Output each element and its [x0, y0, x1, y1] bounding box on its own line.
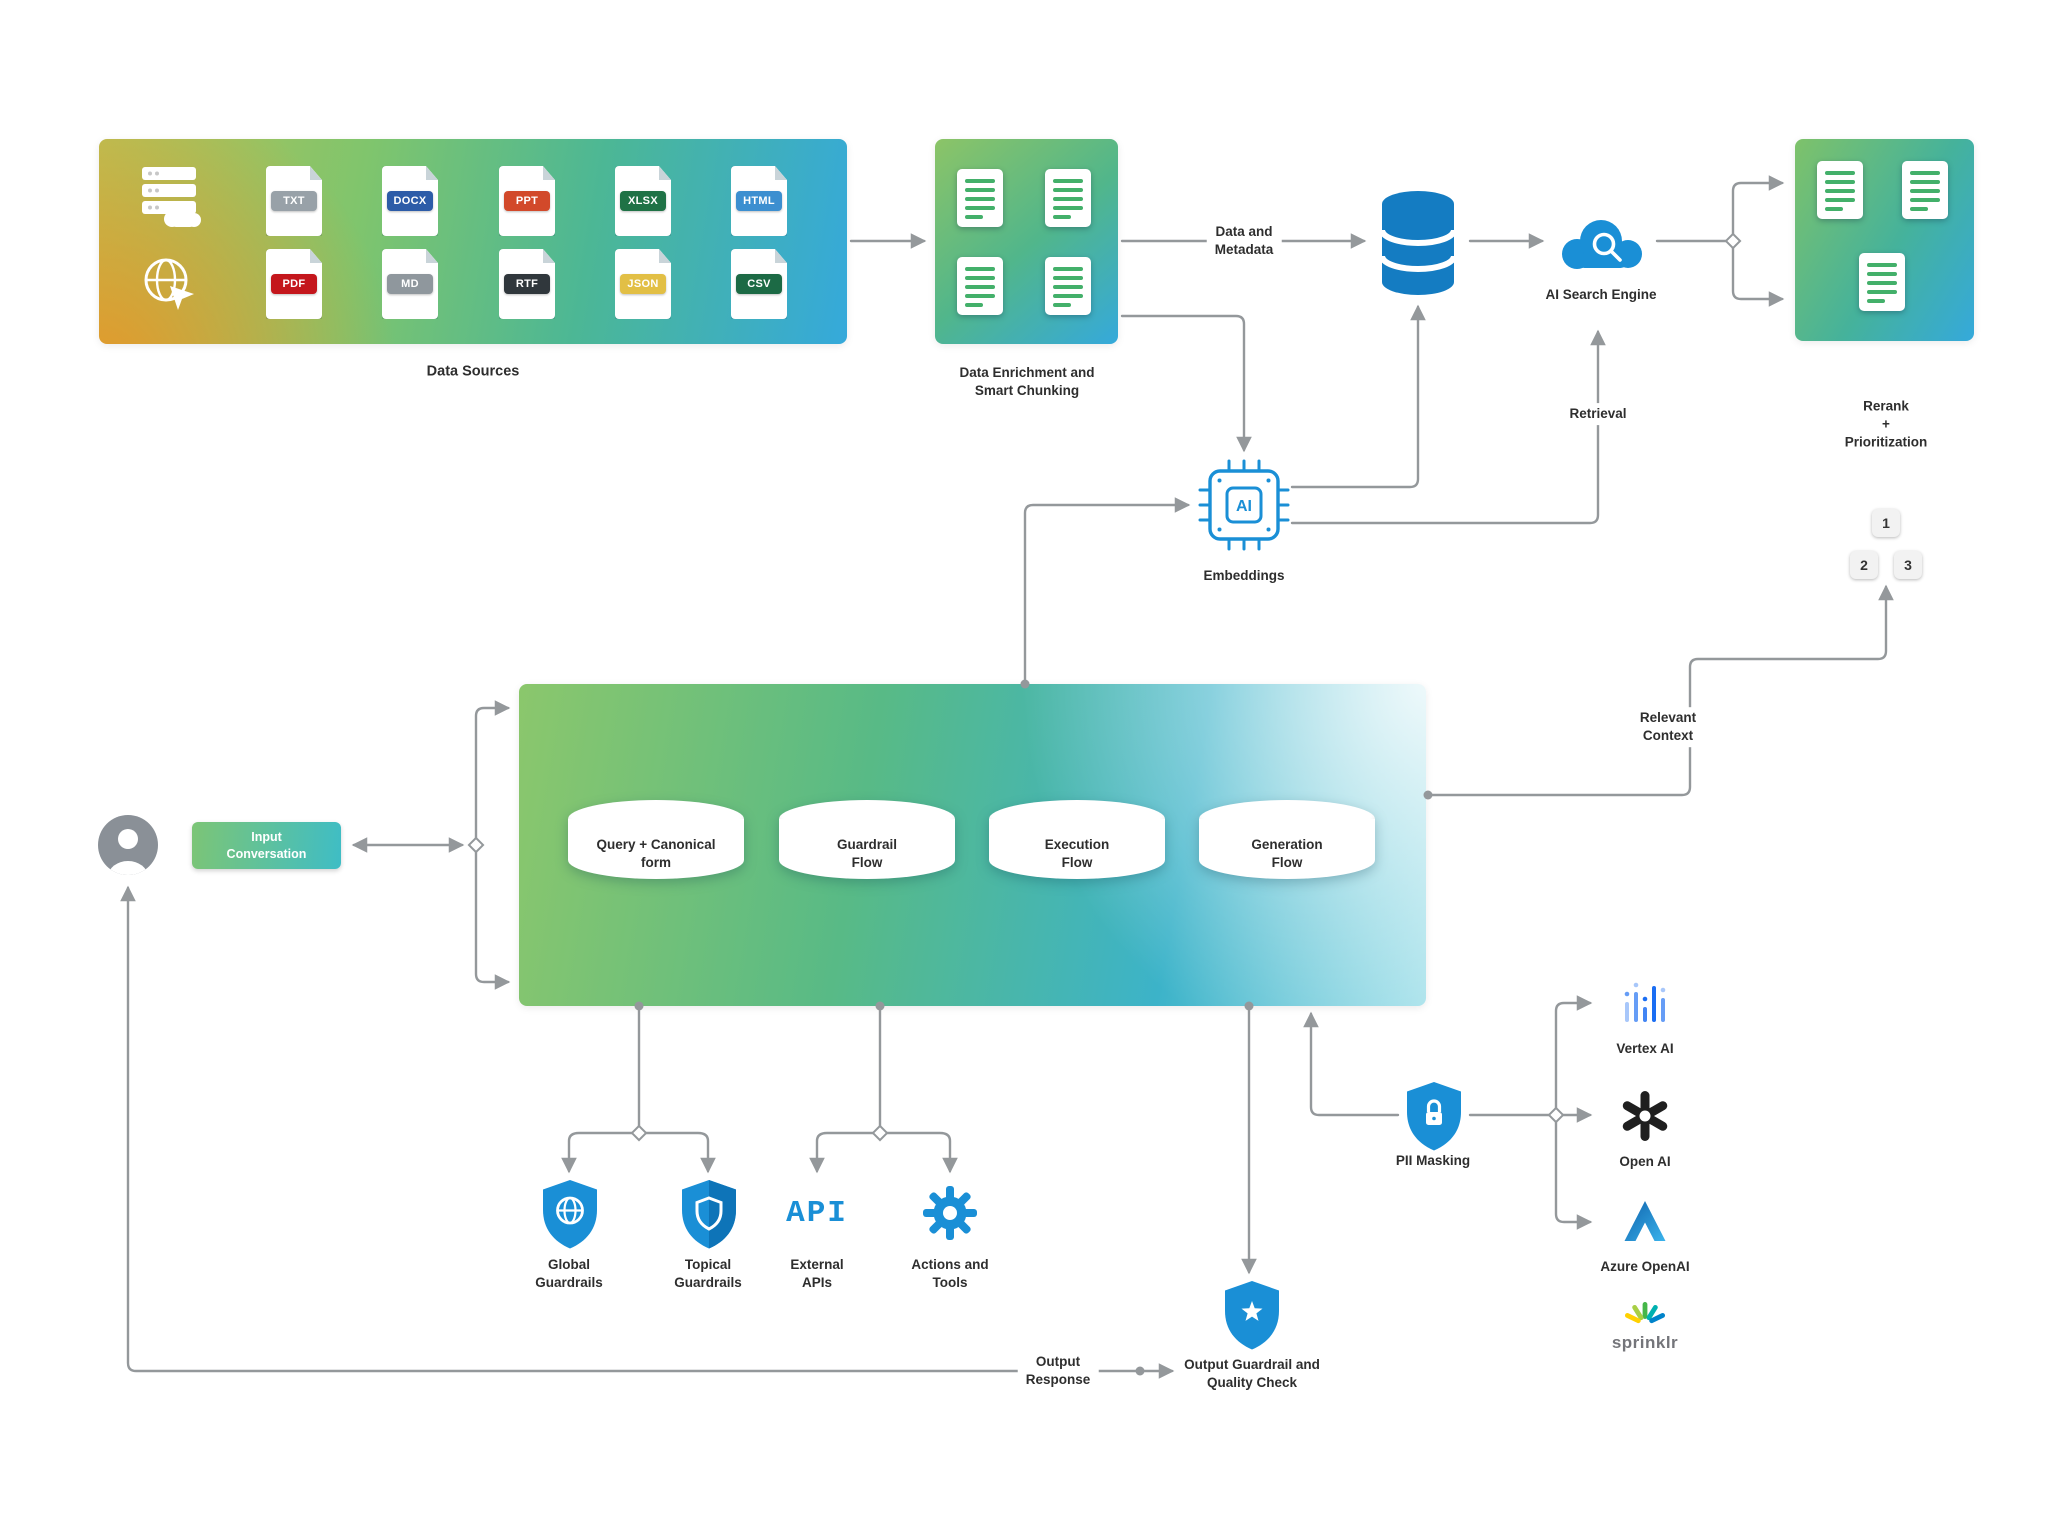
data-sources-panel: TXT DOCX PPT XLSX HTML PDF MD RTF JSON C…: [99, 139, 847, 344]
global-guardrails-icon: [543, 1180, 597, 1249]
server-cloud-icon: [142, 167, 201, 227]
file-icon-ppt: PPT: [499, 166, 555, 236]
doc-icon: [1902, 161, 1948, 219]
rank-chip-3: 3: [1894, 551, 1922, 579]
sprinklr-wordmark: sprinklr: [1611, 1333, 1679, 1352]
retrieval-label: Retrieval: [1561, 403, 1635, 425]
flow-cylinder-generation: Generation Flow: [1199, 800, 1375, 896]
file-icon-md: MD: [382, 249, 438, 319]
rank-chip-2: 2: [1850, 551, 1878, 579]
rank-chip-1: 1: [1872, 509, 1900, 537]
flow-cylinder-label: Generation Flow: [1251, 837, 1323, 870]
output-response-label: Output Response: [1017, 1351, 1099, 1391]
file-type-badge: MD: [387, 274, 433, 294]
globe-icon: [144, 258, 194, 310]
actions-tools-label: Actions and Tools: [911, 1257, 989, 1290]
ai-search-engine-icon: [1562, 220, 1642, 269]
enrichment-title: Data Enrichment and Smart Chunking: [959, 365, 1095, 398]
doc-icon: [1817, 161, 1863, 219]
file-icon-rtf: RTF: [499, 249, 555, 319]
output-guardrail-icon: [1225, 1281, 1279, 1350]
input-conversation-button: Input Conversation: [192, 822, 341, 869]
flow-cylinder-label: Execution Flow: [1044, 837, 1110, 870]
doc-icon: [957, 169, 1003, 227]
embeddings-label: Embeddings: [1203, 568, 1285, 584]
file-type-badge: HTML: [736, 191, 782, 211]
vertex-ai-label: Vertex AI: [1616, 1041, 1674, 1057]
azure-openai-icon: [1624, 1201, 1666, 1241]
file-type-badge: XLSX: [620, 191, 666, 211]
ranked-docs-panel: [1795, 139, 1974, 341]
embeddings-icon: AI: [1198, 459, 1290, 551]
openai-label: Open AI: [1619, 1154, 1671, 1170]
input-conversation-label: Input Conversation: [226, 829, 307, 861]
file-type-badge: DOCX: [387, 191, 433, 211]
topical-guardrails-label: Topical Guardrails: [674, 1257, 742, 1290]
flow-cylinder-guardrail: Guardrail Flow: [779, 800, 955, 896]
conversation-engine-panel: Query + Canonical form Guardrail Flow Ex…: [519, 684, 1426, 1006]
doc-icon: [957, 257, 1003, 315]
file-icon-docx: DOCX: [382, 166, 438, 236]
flow-cylinder-execution: Execution Flow: [989, 800, 1165, 896]
flow-cylinder-query: Query + Canonical form: [568, 800, 744, 896]
file-type-badge: TXT: [271, 191, 317, 211]
file-icon-xlsx: XLSX: [615, 166, 671, 236]
file-icon-txt: TXT: [266, 166, 322, 236]
file-icon-html: HTML: [731, 166, 787, 236]
embeddings-chip-text: AI: [1236, 498, 1252, 515]
external-apis-label: External APIs: [790, 1257, 844, 1290]
pii-masking-icon: [1407, 1082, 1461, 1151]
data-metadata-label: Data and Metadata: [1206, 221, 1282, 261]
topical-guardrails-icon: [682, 1180, 736, 1249]
gear-icon: [923, 1186, 977, 1240]
flow-cylinder-label: Guardrail Flow: [836, 837, 898, 870]
output-guardrail-label: Output Guardrail and Quality Check: [1184, 1357, 1320, 1390]
ai-search-engine-label: AI Search Engine: [1545, 287, 1657, 303]
data-sources-title: Data Sources: [426, 363, 520, 380]
global-guardrails-label: Global Guardrails: [535, 1257, 603, 1290]
user-icon: [98, 815, 158, 875]
database-icon: [1379, 191, 1457, 295]
relevant-context-label: Relevant Context: [1631, 707, 1705, 747]
file-icon-csv: CSV: [731, 249, 787, 319]
doc-icon: [1045, 257, 1091, 315]
azure-openai-label: Azure OpenAI: [1600, 1259, 1690, 1275]
doc-icon: [1045, 169, 1091, 227]
file-type-badge: CSV: [736, 274, 782, 294]
file-type-badge: PPT: [504, 191, 550, 211]
file-icon-pdf: PDF: [266, 249, 322, 319]
file-type-badge: RTF: [504, 274, 550, 294]
file-type-badge: JSON: [620, 274, 666, 294]
sprinklr-icon: [1624, 1302, 1666, 1324]
vertex-ai-icon: [1624, 982, 1666, 1022]
file-icon-json: JSON: [615, 249, 671, 319]
flow-cylinder-label: Query + Canonical form: [596, 837, 716, 870]
enrichment-panel: [935, 139, 1118, 344]
doc-icon: [1859, 253, 1905, 311]
pii-masking-label: PII Masking: [1395, 1153, 1471, 1169]
rerank-label: Rerank + Prioritization: [1844, 398, 1928, 449]
openai-icon: [1622, 1091, 1668, 1141]
file-type-badge: PDF: [271, 274, 317, 294]
external-apis-icon: API: [786, 1196, 848, 1231]
